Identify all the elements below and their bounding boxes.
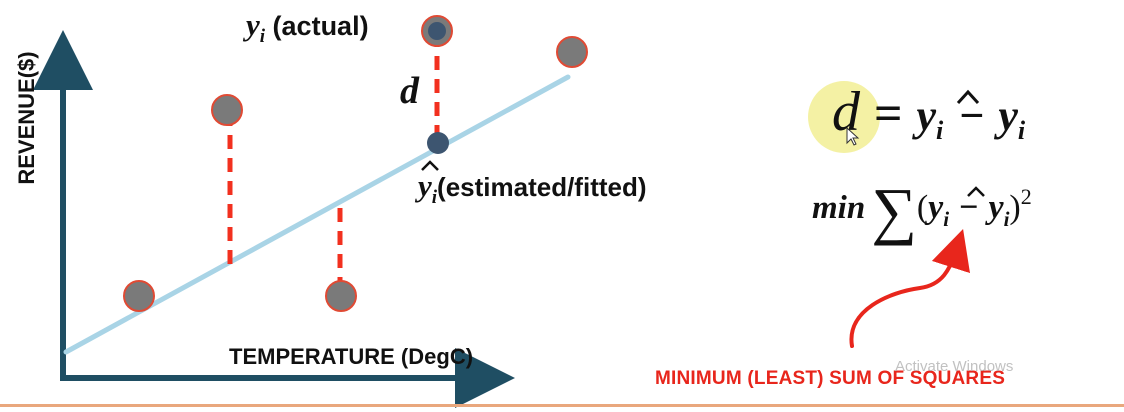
data-point <box>123 280 155 312</box>
least-squares-caption: MINIMUM (LEAST) SUM OF SQUARES <box>655 368 1006 389</box>
y-axis-label: REVENUE($) <box>14 51 39 184</box>
fitted-label: yi(estimated/fitted) <box>414 168 647 208</box>
formula-residual: d=yi−yi <box>832 81 1026 145</box>
data-point <box>211 94 243 126</box>
sum-hat-accent <box>967 186 985 197</box>
distance-label: d <box>400 70 420 112</box>
fitted-hat-accent <box>421 160 439 171</box>
actual-label: yi (actual) <box>242 7 369 47</box>
fitted-point <box>427 132 449 154</box>
formula-hat-accent <box>956 89 980 105</box>
cursor-highlight <box>808 81 880 153</box>
formula-least-squares: min∑(yi−yi)2 <box>812 175 1032 246</box>
bottom-divider <box>0 404 1124 407</box>
data-point <box>556 36 588 68</box>
actual-point-core <box>428 22 446 40</box>
windows-activation-watermark: Activate Windows <box>895 358 1014 375</box>
mouse-cursor-icon <box>846 126 860 146</box>
data-point <box>325 280 357 312</box>
x-axis-label: TEMPERATURE (DegC) <box>229 344 473 369</box>
caption-arrow <box>849 228 970 348</box>
